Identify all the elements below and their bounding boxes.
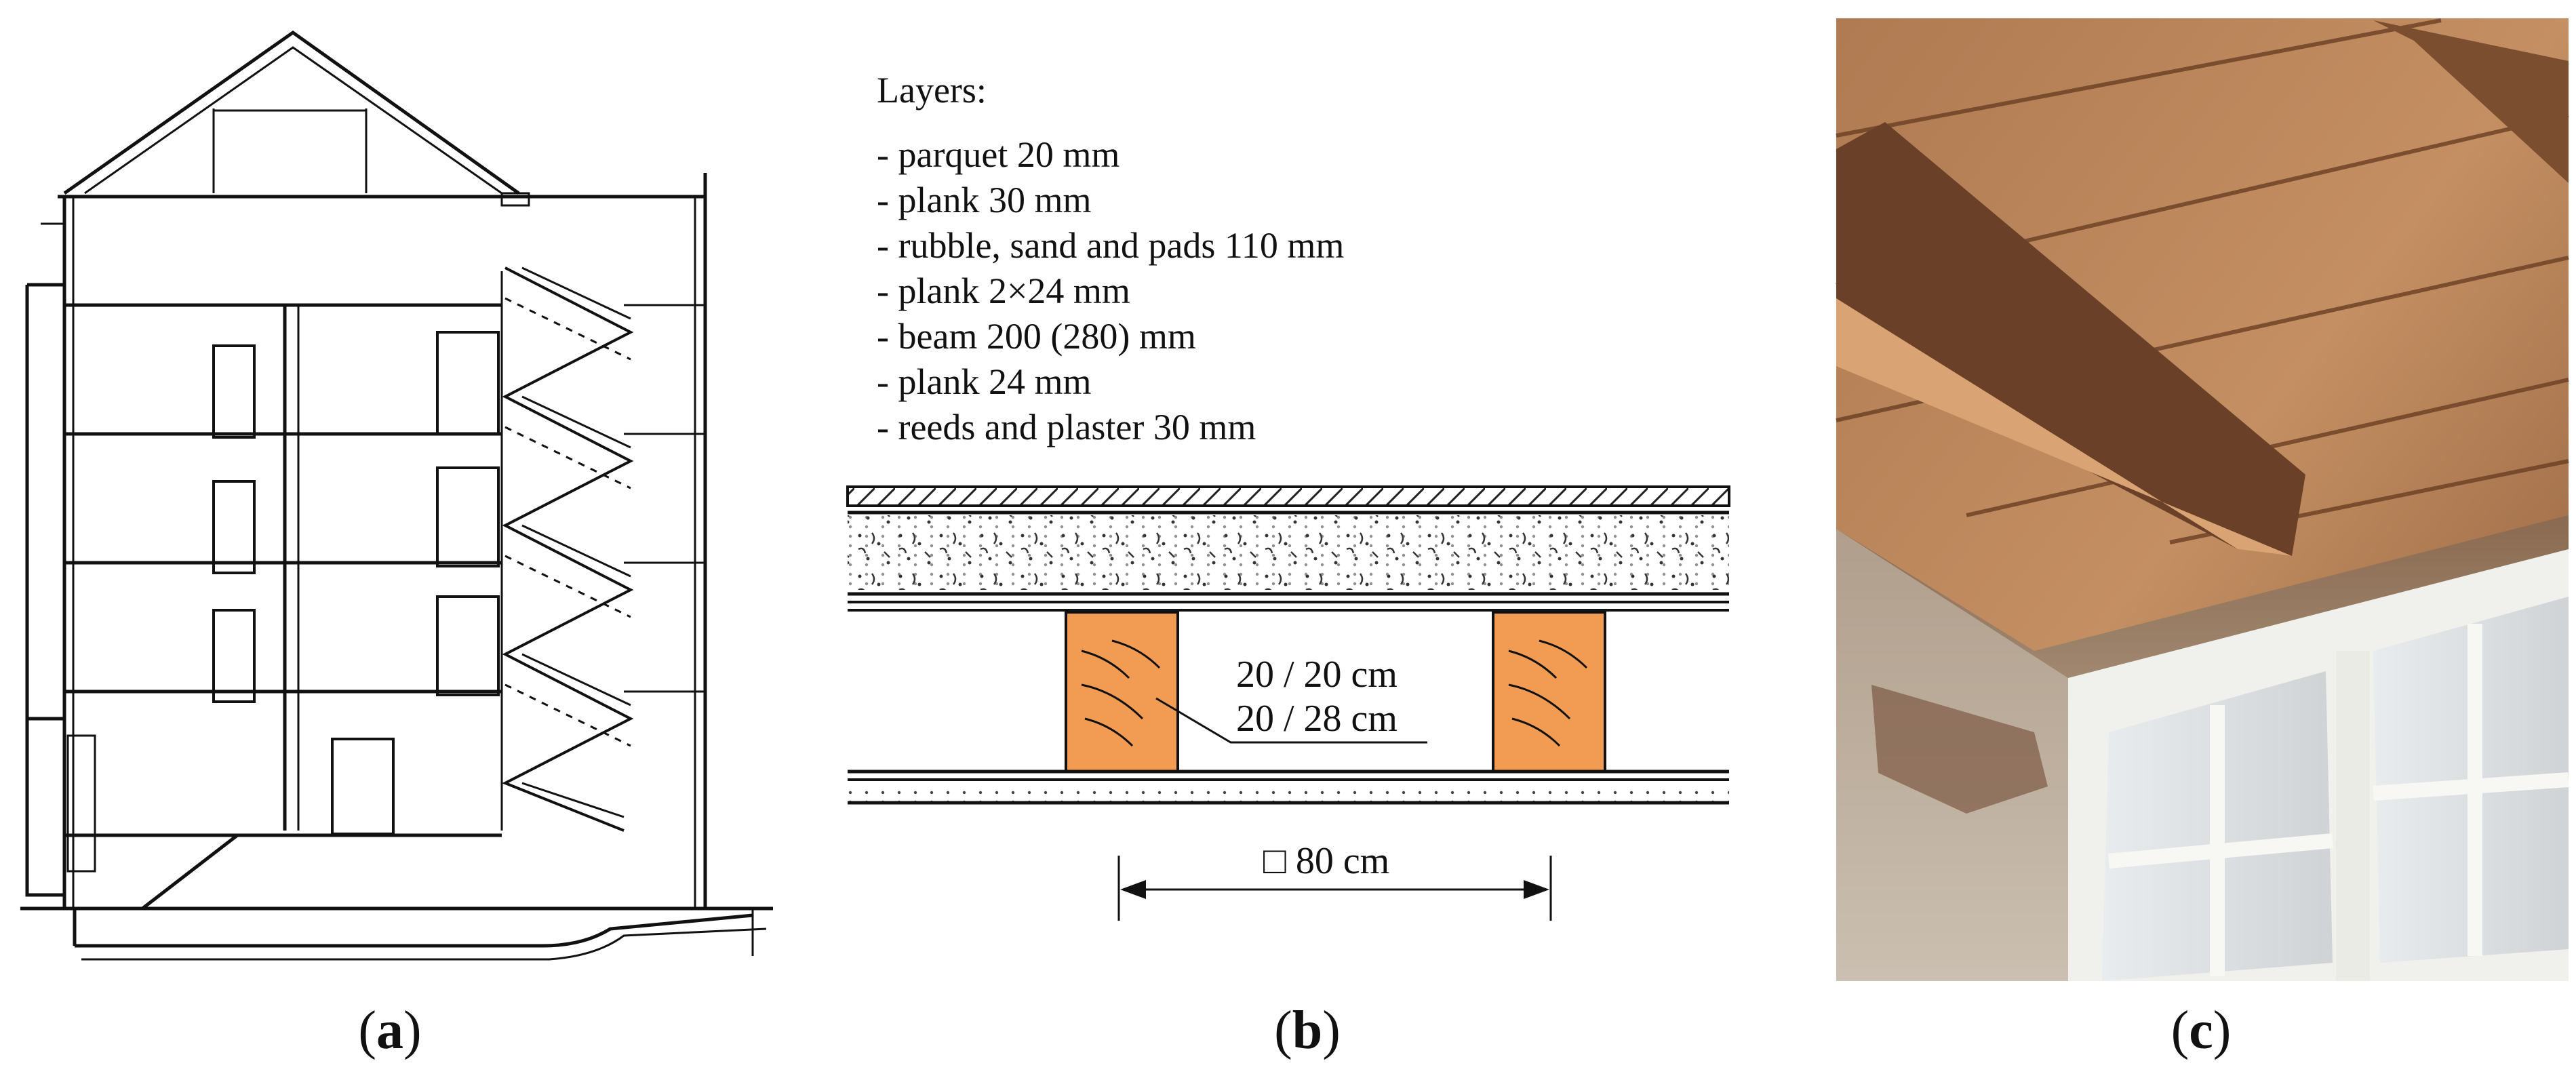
layer-item: - plank 24 mm: [877, 361, 1092, 402]
timber-beam-left: [1065, 611, 1179, 773]
floor-cross-section: [846, 485, 1730, 921]
caption-b: (b): [1274, 1001, 1341, 1060]
layer-item: - beam 200 (280) mm: [877, 316, 1196, 357]
layer-item: - rubble, sand and pads 110 mm: [877, 225, 1345, 266]
ceiling-photo: [1836, 18, 2569, 981]
beam-size-label-2: 20 / 28 cm: [1236, 698, 1398, 740]
layer-item: - plank 30 mm: [877, 180, 1092, 220]
spacing-dimension-line: [1117, 856, 1552, 921]
timber-beam-right: [1492, 611, 1606, 773]
layers-list: Layers: - parquet 20 mm - plank 30 mm - ru…: [877, 68, 1344, 450]
parquet-layer: [846, 485, 1730, 507]
plaster-layer: [848, 786, 1729, 801]
layers-title: Layers:: [877, 70, 987, 111]
caption-a: (a): [358, 1001, 422, 1060]
layer-item: - reeds and plaster 30 mm: [877, 407, 1256, 447]
layer-item: - parquet 20 mm: [877, 134, 1120, 175]
beam-label-leader: [1155, 697, 1427, 744]
window: [2068, 549, 2569, 981]
caption-c: (c): [2171, 1001, 2232, 1060]
beam-spacing-label: □ 80 cm: [1263, 840, 1390, 882]
layer-item: - plank 2×24 mm: [877, 271, 1130, 311]
beam-size-label-1: 20 / 20 cm: [1236, 654, 1398, 696]
building-section-drawing: [20, 30, 773, 961]
